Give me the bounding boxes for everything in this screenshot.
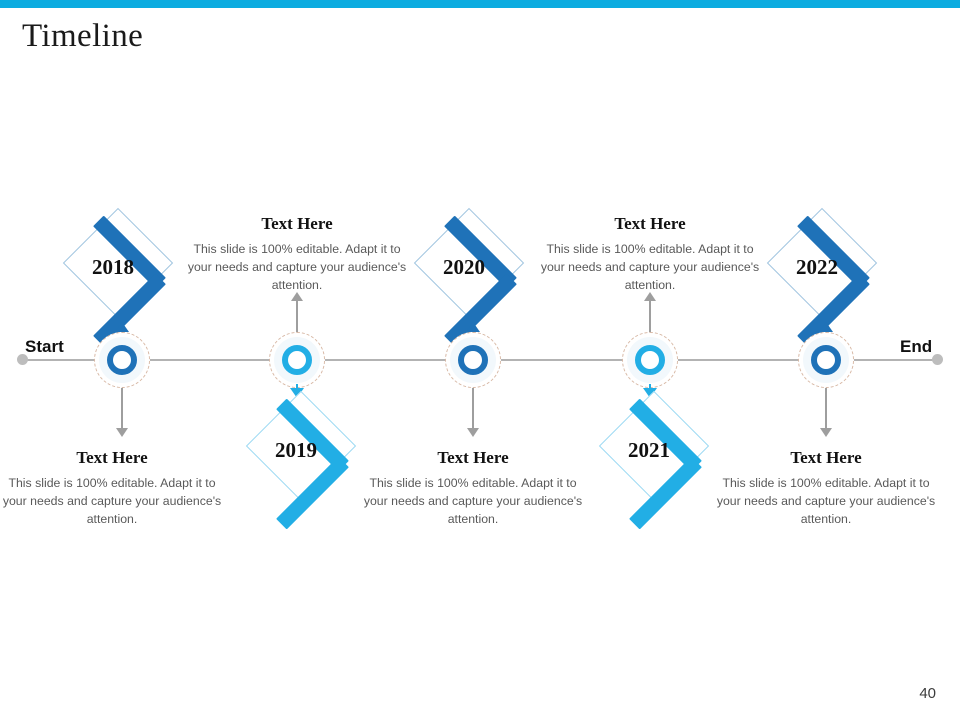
- node-ring: [107, 345, 137, 375]
- timeline-start-label: Start: [25, 337, 64, 356]
- connector-arrow-2019: [291, 292, 303, 301]
- milestone-year-label: 2020: [443, 254, 485, 279]
- milestone-heading: Text Here: [614, 214, 686, 233]
- milestone-body: This slide is 100% editable. Adapt it to…: [363, 476, 583, 526]
- milestone-heading: Text Here: [790, 448, 862, 467]
- milestone-body: This slide is 100% editable. Adapt it to…: [540, 242, 760, 292]
- timeline-node-2020[interactable]: [445, 332, 501, 388]
- milestone-body: This slide is 100% editable. Adapt it to…: [187, 242, 407, 292]
- page-number: 40: [919, 685, 936, 702]
- milestone-text-2021: Text Here This slide is 100% editable. A…: [538, 214, 762, 294]
- connector-line-2020: [472, 388, 474, 430]
- page-title: Timeline: [22, 18, 144, 54]
- timeline-end-label: End: [900, 337, 933, 356]
- timeline-end-dot: [932, 354, 943, 365]
- milestone-year-label: 2021: [628, 437, 670, 462]
- milestone-diamond-2019[interactable]: 2019: [245, 390, 360, 530]
- milestone-text-2019: Text Here This slide is 100% editable. A…: [185, 214, 409, 294]
- milestone-year-label: 2022: [796, 254, 838, 279]
- milestone-year-label: 2019: [275, 437, 317, 462]
- timeline-node-2018[interactable]: [94, 332, 150, 388]
- milestone-heading: Text Here: [76, 448, 148, 467]
- node-ring: [811, 345, 841, 375]
- node-pointer-2020: [466, 322, 480, 332]
- connector-arrow-2020: [467, 428, 479, 437]
- node-ring: [635, 345, 665, 375]
- connector-line-2018: [121, 388, 123, 430]
- top-accent-bar: [0, 0, 960, 8]
- connector-arrow-2022: [820, 428, 832, 437]
- connector-arrow-2018: [116, 428, 128, 437]
- timeline-node-2019[interactable]: [269, 332, 325, 388]
- connector-arrow-2021: [644, 292, 656, 301]
- timeline-node-2021[interactable]: [622, 332, 678, 388]
- node-ring: [458, 345, 488, 375]
- milestone-diamond-2021[interactable]: 2021: [598, 390, 713, 530]
- milestone-year-label: 2018: [92, 254, 134, 279]
- milestone-text-2018: Text Here This slide is 100% editable. A…: [0, 448, 224, 528]
- node-pointer-2018: [115, 322, 129, 332]
- milestone-diamond-2020[interactable]: 2020: [413, 207, 528, 347]
- milestone-body: This slide is 100% editable. Adapt it to…: [716, 476, 936, 526]
- milestone-heading: Text Here: [437, 448, 509, 467]
- milestone-heading: Text Here: [261, 214, 333, 233]
- node-pointer-2022: [819, 322, 833, 332]
- milestone-text-2020: Text Here This slide is 100% editable. A…: [361, 448, 585, 528]
- timeline-node-2022[interactable]: [798, 332, 854, 388]
- milestone-body: This slide is 100% editable. Adapt it to…: [2, 476, 222, 526]
- milestone-text-2022: Text Here This slide is 100% editable. A…: [714, 448, 938, 528]
- connector-line-2022: [825, 388, 827, 430]
- node-ring: [282, 345, 312, 375]
- connector-line-2021: [649, 300, 651, 332]
- timeline-start-dot: [17, 354, 28, 365]
- milestone-diamond-2022[interactable]: 2022: [766, 207, 881, 347]
- connector-line-2019: [296, 300, 298, 332]
- milestone-diamond-2018[interactable]: 2018: [62, 207, 177, 347]
